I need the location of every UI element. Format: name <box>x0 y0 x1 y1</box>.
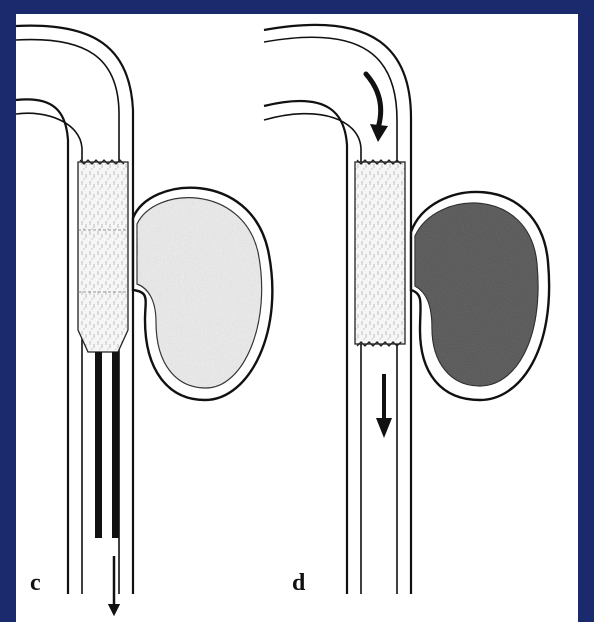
aneurysm-sac-c <box>133 188 272 400</box>
stent-d <box>355 160 405 346</box>
panel-label-d: d <box>292 570 306 596</box>
panel-label-c: c <box>30 570 41 596</box>
stent-c <box>78 160 128 352</box>
aneurysm-sac-d <box>411 192 549 400</box>
